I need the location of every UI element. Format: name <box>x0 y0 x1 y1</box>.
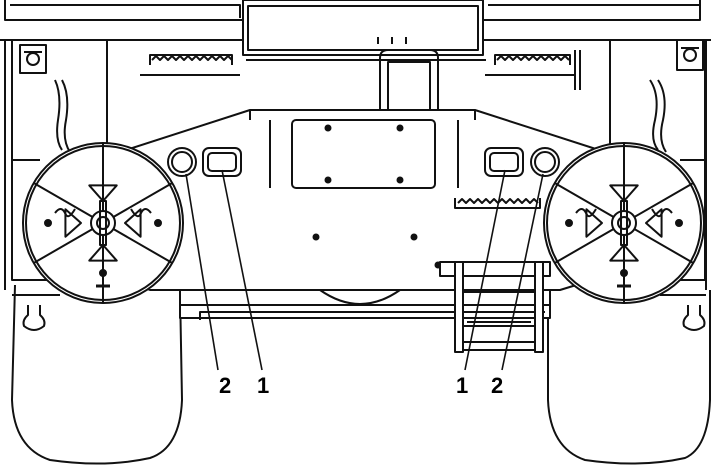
wheel-cutout <box>585 208 603 238</box>
wheel-curl-symbol <box>54 208 76 218</box>
right-tow-foot <box>682 305 706 331</box>
wheel-axle-bar <box>99 200 107 246</box>
wheel-spoke <box>102 182 173 224</box>
callout-label-left-1: 1 <box>257 373 269 398</box>
wheel-cutout <box>88 244 118 262</box>
left-tow-foot <box>22 305 46 331</box>
wheel-hub <box>611 210 637 236</box>
wheel-axle-bar <box>620 200 628 246</box>
left-spare-wheel <box>22 142 184 304</box>
wheel-cutout <box>124 208 142 238</box>
wheel-cutout <box>88 184 118 202</box>
wheel-hub <box>90 210 116 236</box>
center-access-plate <box>291 119 436 189</box>
wheel-lug <box>675 219 683 227</box>
wheel-spoke <box>554 222 625 264</box>
right-spare-wheel <box>543 142 705 304</box>
right-round-light <box>530 147 560 177</box>
right-top-step <box>485 50 581 90</box>
wheel-spoke <box>623 222 694 264</box>
callout-label-right-1: 1 <box>456 373 468 398</box>
wheel-lug <box>565 219 573 227</box>
callout-leaders <box>185 169 544 371</box>
wheel-curl-symbol <box>575 208 597 218</box>
wheel-curl-symbol <box>130 208 152 218</box>
wheel-spoke <box>33 222 104 264</box>
wheel-lug <box>44 219 52 227</box>
callout-label-left-2: 2 <box>219 373 231 398</box>
wheel-curl-symbol <box>651 208 673 218</box>
wheel-hub-center <box>617 216 631 230</box>
wheel-lug <box>620 269 628 277</box>
wheel-cutout <box>645 208 663 238</box>
wheel-spoke <box>33 182 104 224</box>
callout-label-right-2: 2 <box>491 373 503 398</box>
wheel-lug <box>99 269 107 277</box>
wheel-cutout <box>609 184 639 202</box>
left-rear-tire <box>11 284 183 465</box>
wheel-spoke <box>554 182 625 224</box>
left-top-step <box>140 54 240 76</box>
top-equipment-box <box>242 0 486 110</box>
right-rear-tire <box>547 290 711 465</box>
wheel-spoke <box>623 182 694 224</box>
left-hinge-bracket <box>19 44 47 74</box>
wheel-spoke <box>102 222 173 264</box>
wheel-cutout <box>609 244 639 262</box>
wheel-cutout <box>64 208 82 238</box>
left-round-light <box>167 147 197 177</box>
wheel-lug <box>154 219 162 227</box>
side-hydraulic-lines <box>54 79 667 153</box>
wheel-hub-center <box>96 216 110 230</box>
right-hinge-bracket <box>676 39 704 71</box>
